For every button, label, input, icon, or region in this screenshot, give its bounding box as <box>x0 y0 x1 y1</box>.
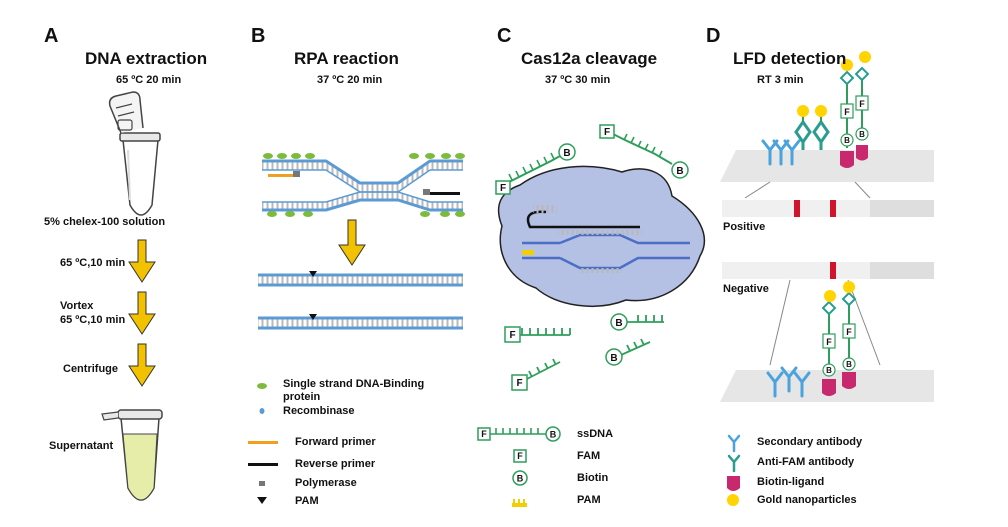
rpa-arrow <box>338 219 366 266</box>
legend-ssb-line1: Single strand DNA-Binding <box>283 378 425 390</box>
panel-a-title: DNA extraction <box>85 49 208 68</box>
strip-perspective-top <box>720 150 934 182</box>
biotin-ligand-legend-icon <box>727 476 740 491</box>
open-tube-icon <box>108 91 161 216</box>
rpa-dna-bubble <box>262 159 463 212</box>
fam-label: F <box>517 451 523 461</box>
fam-label: F <box>481 429 487 439</box>
strip-positive <box>722 200 934 217</box>
panel-a-letter: A <box>44 25 59 47</box>
amplicon-1 <box>258 271 463 287</box>
fam-label: F <box>826 337 832 347</box>
legend-fam: FAM <box>577 450 601 462</box>
ssb-legend-icon <box>257 383 267 389</box>
biotin-label: B <box>563 148 570 159</box>
panel-d-title: LFD detection <box>733 49 847 68</box>
fam-label: F <box>509 330 515 341</box>
strip-negative <box>722 262 934 279</box>
amplicon-2 <box>258 314 463 330</box>
biotin-label: B <box>826 366 832 375</box>
biotin-label: B <box>859 130 865 139</box>
step-vortex: Vortex <box>60 300 94 312</box>
legend-biotin-ligand: Biotin-ligand <box>757 476 825 488</box>
supernatant-tube-icon <box>101 409 163 501</box>
biotin-label: B <box>550 430 557 440</box>
antifam-gold-complex-top <box>794 105 830 150</box>
legend-forward-primer: Forward primer <box>295 436 376 448</box>
label-positive: Positive <box>723 221 766 233</box>
biotin-label: B <box>676 166 683 177</box>
recombinase-legend-icon <box>259 408 265 414</box>
pam-legend-c-icon <box>512 499 527 507</box>
legend-pam-b: PAM <box>295 495 319 507</box>
secondary-antibodies-top <box>761 139 801 166</box>
cas12a-protein <box>497 165 705 307</box>
secondary-antibodies-bottom <box>766 366 811 398</box>
step-chelex: 5% chelex-100 solution <box>44 216 166 228</box>
panel-b-condition: 37 ºC 20 min <box>317 74 383 86</box>
polymerase-legend-icon <box>259 481 265 486</box>
panel-b <box>248 153 465 504</box>
panel-a-condition: 65 ºC 20 min <box>116 74 182 86</box>
panel-d-letter: D <box>706 25 721 47</box>
forward-primer-legend-icon <box>248 441 278 444</box>
rpa-legend-symbols <box>248 383 278 504</box>
panel-c-title: Cas12a cleavage <box>521 49 658 68</box>
step-supernatant: Supernatant <box>49 440 114 452</box>
fam-biotin-labels: F B F B F B B F F B F B F F B B F <box>477 95 869 486</box>
step-centrifuge: Centrifuge <box>63 363 118 375</box>
label-negative: Negative <box>723 283 769 295</box>
legend-biotin: Biotin <box>577 472 609 484</box>
legend-polymerase: Polymerase <box>295 477 357 489</box>
biotin-label: B <box>844 136 850 145</box>
fam-label: F <box>604 127 610 138</box>
pam-legend-icon <box>257 497 267 504</box>
fam-label: F <box>516 378 522 389</box>
panel-c-letter: C <box>497 25 512 47</box>
panel-d-condition: RT 3 min <box>757 74 804 86</box>
reverse-primer-legend-icon <box>248 463 278 466</box>
ssdna-probe-intact-2 <box>610 132 673 165</box>
fam-label: F <box>859 99 865 109</box>
panel-c-condition: 37 ºC 30 min <box>545 74 611 86</box>
step-vortex-heat: 65 ºC,10 min <box>60 314 126 326</box>
ssdna-legend-icon <box>488 428 548 435</box>
biotin-label: B <box>517 474 524 484</box>
biotin-label: B <box>846 360 852 369</box>
ssb-proteins <box>263 153 465 217</box>
antifam-antibody-legend-icon <box>727 454 741 473</box>
biotin-label: B <box>610 353 617 364</box>
fam-label: F <box>500 183 506 194</box>
legend-recombinase: Recombinase <box>283 405 355 417</box>
fam-label: F <box>844 107 850 117</box>
panel-b-title: RPA reaction <box>294 49 399 68</box>
legend-secondary-antibody: Secondary antibody <box>757 436 863 448</box>
ssdna-probe-intact-1 <box>502 152 561 186</box>
fam-label: F <box>846 327 852 337</box>
legend-pam-c: PAM <box>577 494 601 506</box>
step-arrows <box>128 239 156 387</box>
biotin-fragment-1 <box>626 315 664 323</box>
fam-fragment-2 <box>522 358 561 382</box>
legend-reverse-primer: Reverse primer <box>295 458 376 470</box>
legend-ssdna: ssDNA <box>577 428 614 440</box>
legend-gold-nanoparticles: Gold nanoparticles <box>757 494 857 506</box>
legend-antifam-antibody: Anti-FAM antibody <box>757 456 855 468</box>
crrna-dna-complex <box>522 205 690 273</box>
fam-fragment-1 <box>515 328 571 336</box>
panel-a <box>101 91 163 501</box>
step-heat: 65 ºC,10 min <box>60 257 126 269</box>
panel-c <box>488 132 705 507</box>
biotin-label: B <box>615 318 622 329</box>
legend-ssb-line2: protein <box>283 391 321 403</box>
panel-b-letter: B <box>251 25 266 47</box>
secondary-antibody-legend-icon <box>727 434 741 453</box>
biotin-fragment-2 <box>620 338 651 356</box>
gold-nanoparticle-legend-icon <box>727 494 739 506</box>
